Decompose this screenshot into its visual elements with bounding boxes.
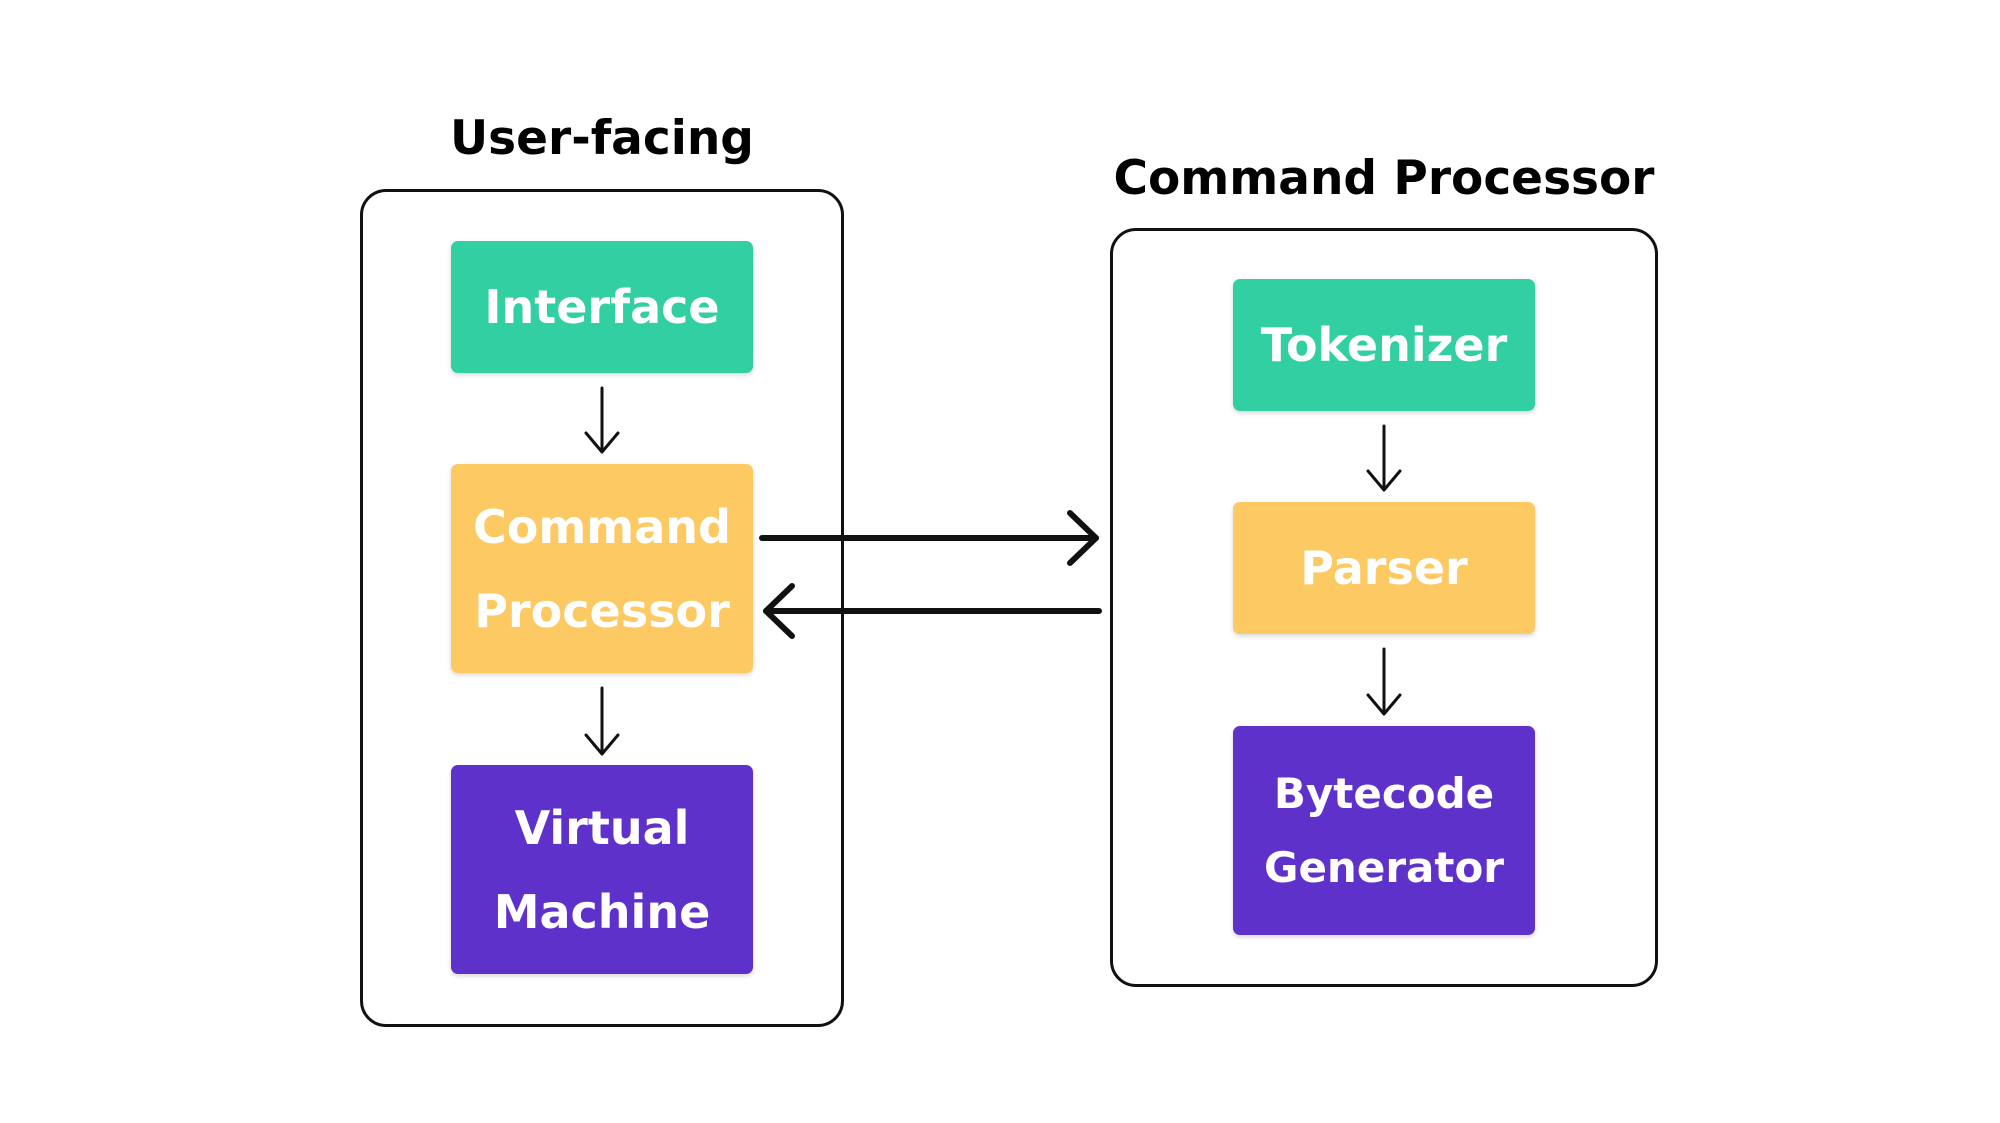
parser-block: Parser bbox=[1233, 502, 1535, 634]
tokenizer-label: Tokenizer bbox=[1260, 318, 1508, 372]
virtual-machine-label-line1: Virtual bbox=[514, 800, 690, 855]
interface-label: Interface bbox=[484, 280, 720, 334]
parser-label: Parser bbox=[1300, 541, 1468, 595]
command-processor-label-line2: Processor bbox=[474, 583, 730, 638]
tokenizer-block: Tokenizer bbox=[1233, 279, 1535, 411]
virtual-machine-block: Virtual Machine bbox=[451, 765, 753, 974]
bytecode-generator-block: Bytecode Generator bbox=[1233, 726, 1535, 935]
bytecode-generator-label-line2: Generator bbox=[1263, 842, 1505, 892]
command-processor-block: Command Processor bbox=[451, 464, 753, 673]
user-facing-title: User-facing bbox=[450, 111, 754, 166]
command-processor-label-line1: Command bbox=[473, 499, 731, 554]
virtual-machine-label-line2: Machine bbox=[493, 884, 711, 939]
bytecode-generator-label-line1: Bytecode bbox=[1273, 768, 1495, 818]
command-processor-container bbox=[1110, 228, 1658, 987]
arrow-from-command-processor-group bbox=[763, 583, 1102, 639]
arrow-interface-to-command-processor bbox=[584, 386, 620, 454]
arrow-command-processor-to-virtual-machine bbox=[584, 686, 620, 756]
arrow-parser-to-bytecode-generator bbox=[1366, 647, 1402, 716]
arrow-tokenizer-to-parser bbox=[1366, 424, 1402, 492]
arrow-to-command-processor-group bbox=[759, 510, 1099, 566]
interface-block: Interface bbox=[451, 241, 753, 373]
command-processor-title: Command Processor bbox=[1113, 151, 1655, 206]
